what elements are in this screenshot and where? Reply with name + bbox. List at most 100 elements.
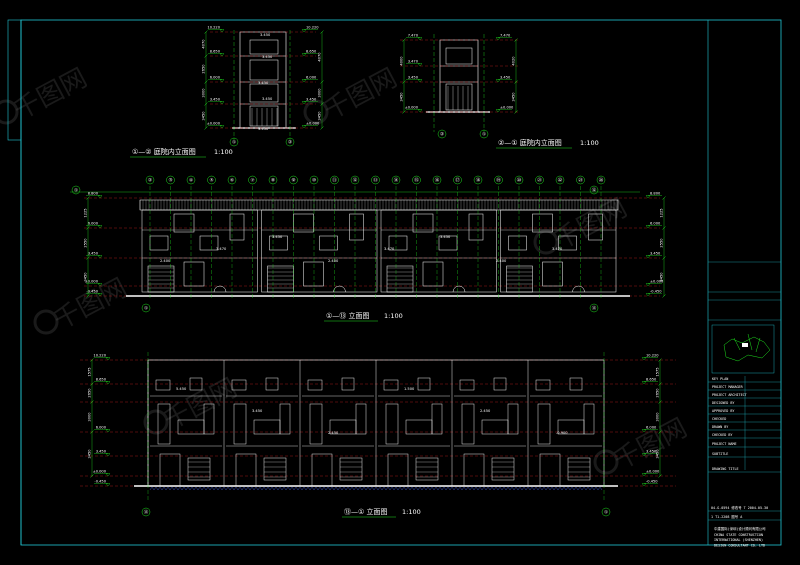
rear-window bbox=[405, 419, 433, 435]
rear-tall-window bbox=[385, 403, 399, 445]
courtyard-2-right-dim-0: 4020 bbox=[512, 56, 516, 66]
rear-door bbox=[463, 453, 485, 487]
title-block-date: 04-G-0594 修改号 T 2004.05.30 bbox=[711, 505, 768, 510]
rear-window bbox=[339, 457, 363, 481]
courtyard-1-left-dim-1: 2650 bbox=[202, 64, 206, 74]
courtyard-1-left-level-0: 10.220 bbox=[207, 26, 220, 30]
rear-left-level-4: ±0.000 bbox=[93, 470, 107, 474]
rear-tall-window bbox=[461, 403, 475, 445]
rear-unit-level-2: 2.450 bbox=[328, 431, 339, 435]
watermark-logo bbox=[143, 409, 169, 435]
front-axis-top-6-label: ⑧ bbox=[271, 178, 275, 184]
rear-right-dim-2: 3000 bbox=[656, 412, 660, 422]
courtyard-1-axis-right bbox=[285, 137, 295, 147]
front-window bbox=[149, 235, 169, 251]
rear-window bbox=[431, 403, 443, 435]
front-unit-level-6: 2.400 bbox=[496, 259, 507, 263]
courtyard-2-left-dim-0: 4000 bbox=[400, 56, 404, 66]
courtyard-1-left-level-3: 3.450 bbox=[210, 98, 221, 102]
title-block-sheet: 1 T1-2208 图号 A bbox=[711, 514, 742, 519]
rear-window bbox=[459, 379, 475, 391]
front-right-dim-0: 1225 bbox=[660, 208, 664, 217]
rear-right-level-1: 8.650 bbox=[646, 378, 657, 382]
company-name-cn: 中建国际(深圳)设计顾问有限公司 bbox=[714, 526, 766, 531]
front-door bbox=[183, 261, 205, 287]
rear-window bbox=[231, 379, 247, 391]
rear-window bbox=[491, 457, 515, 481]
front-door-arch bbox=[333, 285, 346, 293]
front-right-dim-2: 3450 bbox=[660, 272, 664, 282]
front-axis-top-22 bbox=[596, 175, 606, 185]
rear-tall-window bbox=[309, 403, 323, 445]
front-left-level-1: 6.000 bbox=[88, 222, 99, 226]
courtyard-2-axis-right bbox=[479, 129, 489, 139]
rear-right-level-5: -0.450 bbox=[646, 480, 658, 484]
watermark-text: 千图网 bbox=[159, 373, 242, 436]
rear-window bbox=[155, 379, 171, 391]
rear-left-level-3: 3.450 bbox=[96, 450, 107, 454]
front-axis-top-9 bbox=[330, 175, 339, 185]
front-axis-top-0 bbox=[145, 175, 155, 185]
rear-axis-left bbox=[141, 507, 151, 517]
rear-window bbox=[187, 457, 211, 481]
front-window bbox=[293, 213, 314, 233]
title-block-row-2: PROJECT ARCHITECT bbox=[712, 393, 747, 397]
rear-axis-left-label: ⑬ bbox=[144, 509, 149, 516]
courtyard-1-right-level-0: 10.220 bbox=[306, 26, 319, 30]
front-axis-top-21 bbox=[576, 175, 585, 185]
courtyard-1-note-2: 3.450 bbox=[258, 81, 269, 85]
courtyard-1-right-level-4: ±0.000 bbox=[306, 122, 320, 126]
front-window bbox=[319, 235, 338, 251]
front-axis-right bbox=[589, 303, 599, 313]
rear-right-level-4: ±0.000 bbox=[646, 470, 660, 474]
rear-elevation-scale: 1:100 bbox=[402, 508, 421, 516]
front-axis-top-start bbox=[71, 185, 81, 195]
front-axis-top-3 bbox=[207, 175, 216, 185]
rear-left-dim-2: 3000 bbox=[88, 412, 92, 422]
company-name-en-2: INTERNATIONAL (SHENZHEN) bbox=[714, 538, 763, 542]
courtyard-1-note-1: 3.450 bbox=[262, 55, 273, 59]
front-axis-top-6 bbox=[268, 175, 278, 185]
front-door bbox=[542, 261, 563, 287]
courtyard-1-left-level-4: ±0.000 bbox=[207, 122, 221, 126]
rear-axis-right bbox=[601, 507, 611, 517]
front-axis-top-22-label: ㉔ bbox=[599, 177, 604, 184]
rear-window bbox=[493, 377, 507, 391]
title-block bbox=[707, 20, 775, 545]
rear-right-level-3: 3.450 bbox=[646, 450, 657, 454]
rear-window bbox=[279, 403, 291, 435]
rear-door bbox=[539, 453, 561, 487]
courtyard-1-right-dim-1: 3000 bbox=[318, 88, 322, 98]
courtyard-1-note-0: 3.450 bbox=[260, 33, 271, 37]
front-axis-top-2 bbox=[186, 175, 196, 185]
courtyard-2-title: ②—① 庭院内立面图 bbox=[498, 138, 562, 147]
front-unit bbox=[141, 209, 258, 293]
front-door-arch bbox=[452, 285, 466, 293]
rear-axis-right-label: ① bbox=[604, 510, 608, 516]
courtyard-2-right-level-2: ±0.000 bbox=[500, 106, 514, 110]
front-axis-top-15 bbox=[453, 175, 462, 185]
watermark-text: 千图网 bbox=[609, 413, 692, 476]
watermark-logo bbox=[593, 449, 619, 475]
title-block-row-4: APPROVED BY bbox=[712, 409, 734, 413]
front-axis-top-1 bbox=[166, 175, 175, 185]
front-axis-top-5-label: ⑦ bbox=[250, 178, 254, 184]
key-plan-sketch bbox=[723, 333, 771, 362]
front-axis-top-20 bbox=[555, 175, 565, 185]
front-axis-top-8 bbox=[309, 175, 319, 185]
front-axis-top-4-label: ⑥ bbox=[230, 178, 234, 184]
front-unit-level-0: 2.400 bbox=[160, 259, 171, 263]
courtyard-2-left-dim-1: 3450 bbox=[400, 92, 404, 102]
front-door bbox=[303, 261, 324, 287]
rear-door bbox=[311, 453, 333, 487]
front-right-level-3: ±0.000 bbox=[650, 280, 664, 284]
front-unit bbox=[380, 209, 497, 293]
courtyard-1-note-3: 3.450 bbox=[262, 97, 273, 101]
